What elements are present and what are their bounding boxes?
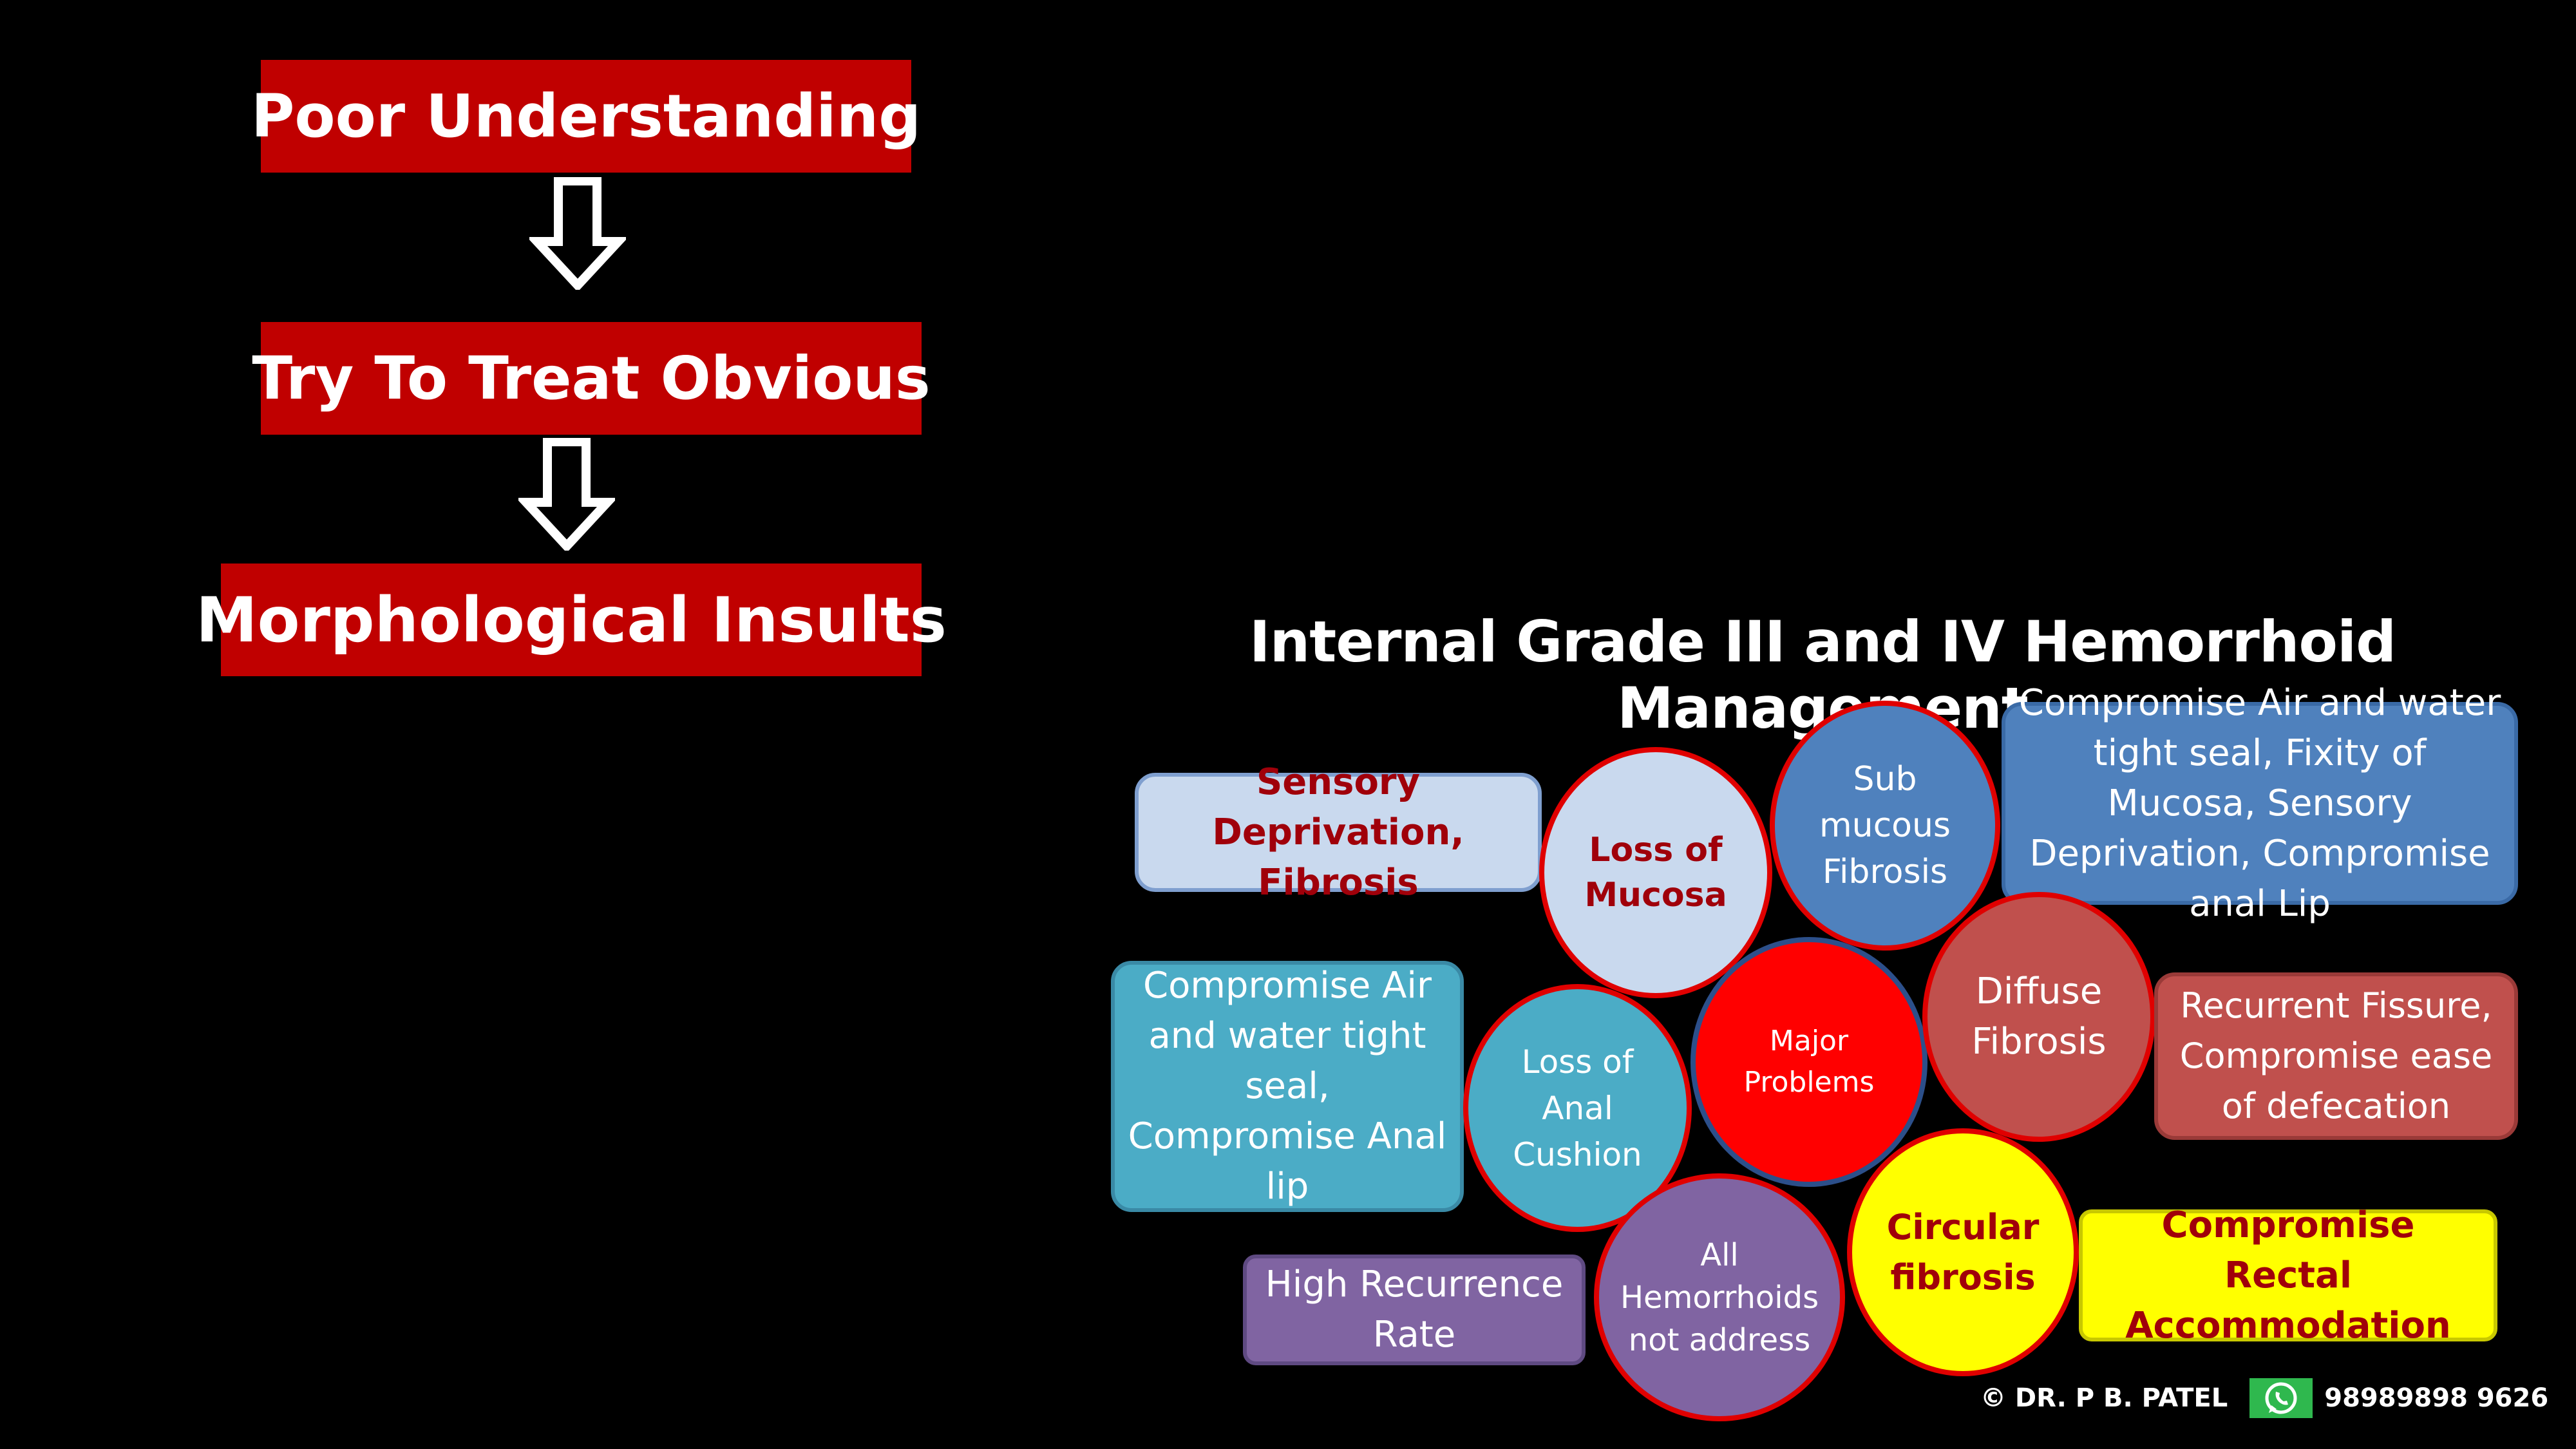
high-recurrence-box: High Recurrence Rate [1243,1255,1586,1365]
loss-of-anal-cushion-circle: Loss of Anal Cushion [1463,984,1692,1232]
all-hemorrhoids-label: All Hemorrhoids not address [1620,1236,1819,1358]
compromise-seal-right-label: Compromise Air and water tight seal, Fix… [2018,681,2501,925]
credit-text: © DR. P B. PATEL [1980,1383,2228,1413]
down-arrow-icon [529,177,626,290]
high-recurrence-label: High Recurrence Rate [1265,1264,1564,1356]
recurrent-fissure-box: Recurrent Fissure, Compromise ease of de… [2154,972,2518,1140]
down-arrow-icon [518,438,615,551]
sensory-deprivation-box: Sensory Deprivation, Fibrosis [1135,761,1542,904]
footer: © DR. P B. PATEL 98989898 9626 [1980,1378,2548,1418]
diffuse-fibrosis-circle: Diffuse Fibrosis [1922,892,2155,1142]
flow-step-try-to-treat: Try To Treat Obvious [252,322,931,435]
sensory-deprivation-label: Sensory Deprivation, Fibrosis [1212,761,1464,904]
rectal-accommodation-box: Compromise Rectal Accommodation [2079,1204,2497,1347]
diffuse-fibrosis-label: Diffuse Fibrosis [1971,971,2107,1063]
diagram-title: Internal Grade III and IV Hemorrhoid Man… [1249,609,2396,741]
all-hemorrhoids-circle: All Hemorrhoids not address [1594,1173,1845,1421]
compromise-seal-left-label: Compromise Air and water tight seal, Com… [1128,965,1447,1208]
submucous-fibrosis-label: Sub mucous Fibrosis [1819,760,1951,891]
rectal-accommodation-label: Compromise Rectal Accommodation [2125,1204,2451,1347]
major-problems-label: Major Problems [1743,1025,1875,1099]
flow-step-label: Try To Treat Obvious [252,344,931,413]
circular-fibrosis-label: Circular fibrosis [1886,1206,2040,1298]
flow-step-label: Poor Understanding [251,82,922,151]
compromise-seal-right-box: Compromise Air and water tight seal, Fix… [2002,682,2518,925]
whatsapp-icon [2249,1378,2313,1418]
loss-of-mucosa-label: Loss of Mucosa [1584,831,1727,914]
recurrent-fissure-label: Recurrent Fissure, Compromise ease of de… [2179,985,2493,1126]
compromise-seal-left-box: Compromise Air and water tight seal, Com… [1111,961,1464,1212]
major-problems-circle: Major Problems [1690,937,1927,1187]
submucous-fibrosis-circle: Sub mucous Fibrosis [1770,701,2000,951]
phone-number: 98989898 9626 [2324,1383,2549,1413]
flow-step-label: Morphological Insults [196,583,947,656]
circular-fibrosis-circle: Circular fibrosis [1847,1128,2079,1376]
flow-step-morphological-insults: Morphological Insults [196,564,947,676]
flow-step-poor-understanding: Poor Understanding [251,60,921,173]
loss-of-mucosa-circle: Loss of Mucosa [1539,747,1772,998]
loss-of-anal-cushion-label: Loss of Anal Cushion [1513,1043,1642,1173]
